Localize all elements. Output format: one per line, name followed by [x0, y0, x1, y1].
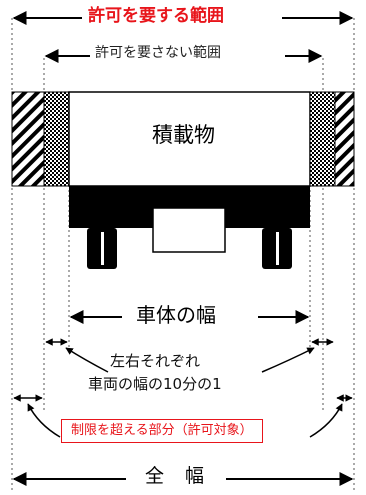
hatch-overhang-right: [334, 91, 355, 187]
body-width-label: 車体の幅: [136, 303, 216, 327]
chassis-box: [152, 207, 226, 253]
wheel-grooves: [101, 232, 279, 265]
crosshatch-zone-right: [309, 91, 336, 187]
crosshatch-zone-left: [43, 91, 70, 187]
hatch-overhang-left: [11, 91, 45, 187]
pointer-tenth-left: [65, 347, 109, 373]
total-width-label: 全 幅: [145, 465, 206, 487]
pointer-overhang-right: [309, 403, 343, 438]
cargo-box: [68, 91, 311, 187]
tenth-of-width-label: 車両の幅の10分の1: [88, 375, 222, 393]
pointer-tenth-right: [261, 347, 315, 373]
cargo-label: 積載物: [152, 123, 215, 147]
limit-exceed-box: 制限を超える部分（許可対象）: [61, 419, 263, 443]
tenth-width-markers: [13, 338, 353, 402]
no-permit-range-label: 許可を要さない範囲: [95, 45, 221, 61]
pointer-overhang-left: [27, 403, 61, 438]
permit-required-title: 許可を要する範囲: [88, 6, 224, 26]
pointer-lines: [27, 347, 343, 438]
each-side-label: 左右それぞれ: [110, 352, 201, 370]
